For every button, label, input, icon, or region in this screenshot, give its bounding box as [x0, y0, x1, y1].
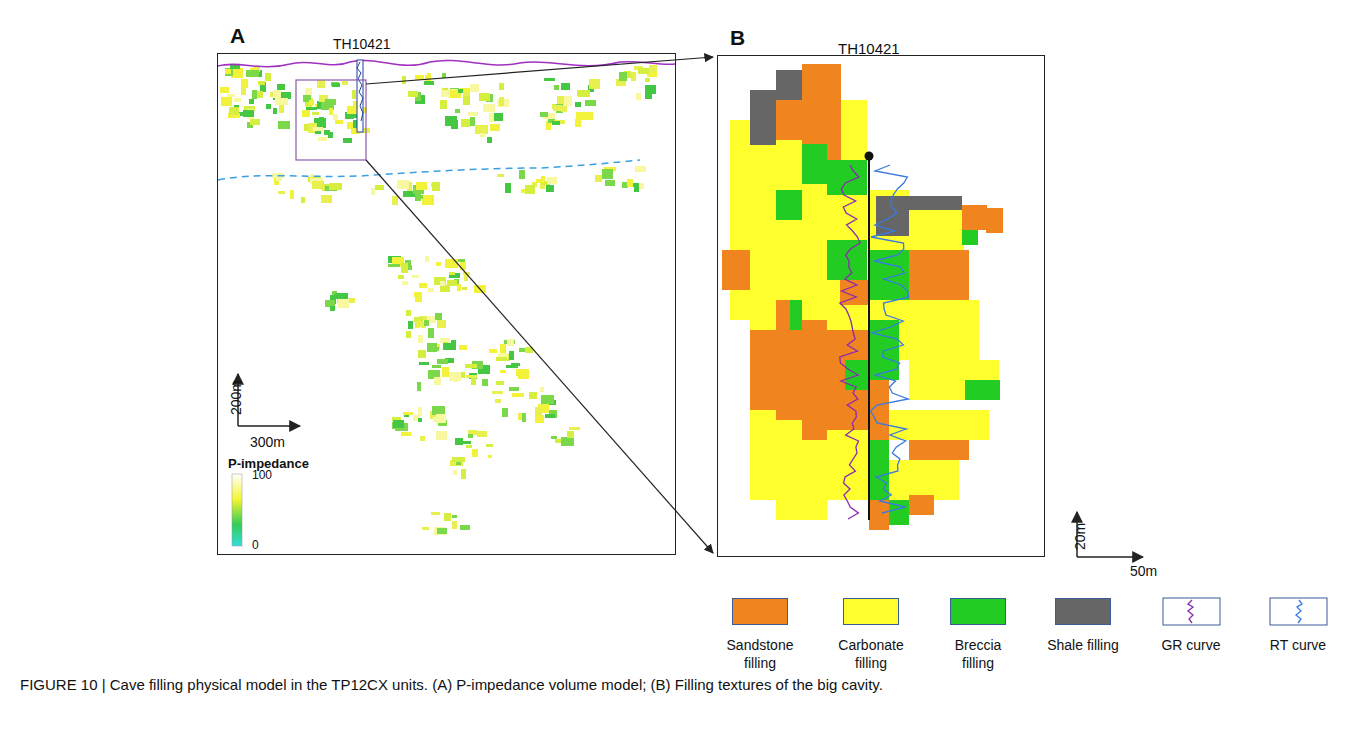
- legend-text: Carbonate filling: [831, 636, 911, 672]
- legend-text: RT curve: [1258, 636, 1338, 654]
- legend-swatch: [1055, 598, 1111, 625]
- scale-label: 50m: [1130, 563, 1157, 579]
- well-name: TH10421: [333, 36, 391, 52]
- legend-swatch: [950, 598, 1006, 625]
- figure-caption: FIGURE 10 | Cave filling physical model …: [20, 676, 1330, 693]
- panel-frame: A: [217, 53, 676, 555]
- scale-label: 300m: [250, 434, 285, 450]
- legend-text: Sandstone filling: [720, 636, 800, 672]
- panel-letter: B: [730, 26, 745, 50]
- scale-label: 200m: [228, 380, 244, 415]
- colorbar-tick: 0: [252, 538, 259, 552]
- legend-text: GR curve: [1151, 636, 1231, 654]
- scale-label: 20m: [1072, 523, 1088, 550]
- legend-swatch: [732, 598, 788, 625]
- panel-letter: A: [230, 24, 245, 48]
- legend-text: Shale filling: [1043, 636, 1123, 654]
- legend-swatch: [843, 598, 899, 625]
- legend-text: Breccia filling: [938, 636, 1018, 672]
- panel-frame: B: [717, 55, 1045, 557]
- well-name: TH10421: [838, 40, 900, 57]
- colorbar-tick: 100: [252, 468, 272, 482]
